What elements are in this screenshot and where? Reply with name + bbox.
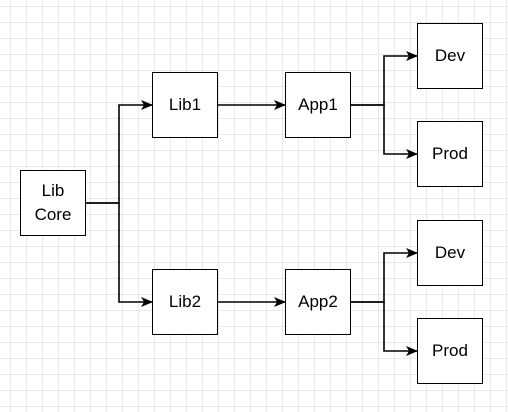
node-app2[interactable]: App2 [285,269,351,335]
edge-app2-to-dev2 [351,248,418,303]
edge-libcore-to-lib1 [86,100,153,204]
node-app1[interactable]: App1 [285,72,351,138]
node-lib1[interactable]: Lib1 [152,72,218,138]
edge-app1-to-dev1 [351,51,418,106]
node-prod-2[interactable]: Prod [417,318,483,384]
node-lib-core[interactable]: Lib Core [20,170,86,236]
edge-app2-to-prod2 [351,301,418,356]
node-lib2[interactable]: Lib2 [152,269,218,335]
node-prod-1[interactable]: Prod [417,121,483,187]
edge-libcore-to-lib2 [86,202,153,307]
edge-app1-to-prod1 [351,104,418,159]
node-dev-2[interactable]: Dev [417,220,483,286]
node-dev-1[interactable]: Dev [417,23,483,89]
